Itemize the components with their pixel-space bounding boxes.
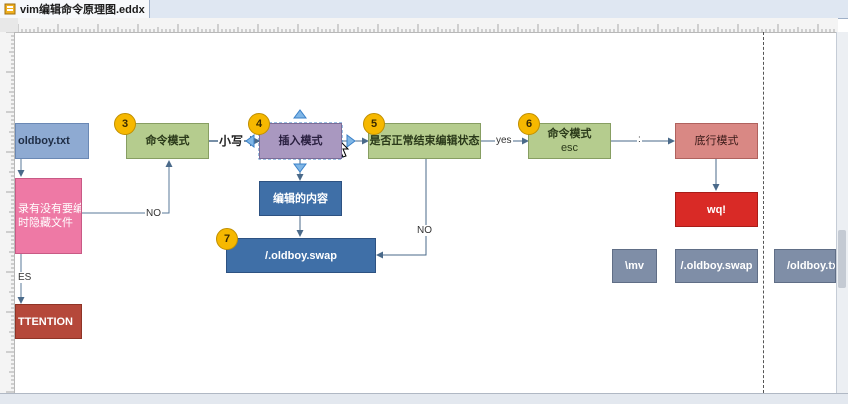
bottom-scrollbar[interactable] — [0, 393, 848, 404]
tab-title: vim编辑命令原理图.eddx — [20, 4, 145, 16]
step-badge-5: 5 — [363, 113, 385, 135]
edge-label-no-1: NO — [145, 208, 162, 219]
left-ruler[interactable] — [0, 31, 15, 393]
step-badge-3: 3 — [114, 113, 136, 135]
node-swap-3[interactable]: /oldboy.tx — [774, 249, 836, 283]
connector-record-cmd — [82, 160, 173, 214]
diagram-canvas[interactable]: oldboy.txt 录有没有要编 时隐藏文件 TTENTION 命令模式 插入… — [15, 33, 836, 393]
left-handle-icon[interactable] — [245, 134, 255, 148]
node-cmd-mode-esc[interactable]: 命令模式 esc — [528, 123, 611, 159]
connector-check-swap — [376, 159, 427, 259]
vertical-scrollbar[interactable] — [836, 32, 848, 393]
node-swap-file[interactable]: /.oldboy.swap — [226, 238, 376, 273]
node-check-exit[interactable]: 是否正常结束编辑状态 — [368, 123, 481, 159]
step-badge-4: 4 — [248, 113, 270, 135]
top-ruler[interactable] — [17, 18, 838, 33]
node-wq[interactable]: wq! — [675, 192, 758, 227]
vertical-scrollbar-thumb[interactable] — [838, 230, 846, 288]
node-record-check[interactable]: 录有没有要编 时隐藏文件 — [15, 178, 82, 254]
label-small-write: 小写 — [218, 132, 245, 149]
node-edited-content[interactable]: 编辑的内容 — [259, 181, 342, 216]
edge-label-colon: : — [637, 134, 642, 145]
step-badge-7: 7 — [216, 228, 238, 250]
node-mv[interactable]: \mv — [612, 249, 657, 283]
edge-label-no-2: NO — [416, 225, 433, 236]
up-handle-icon[interactable] — [293, 109, 307, 119]
node-insert-mode[interactable]: 插入模式 — [259, 123, 342, 159]
step-badge-6: 6 — [518, 113, 540, 135]
edge-label-yes: yes — [495, 135, 513, 146]
node-swap-2[interactable]: /.oldboy.swap — [675, 249, 758, 283]
node-lastline-mode[interactable]: 底行模式 — [675, 123, 758, 159]
node-attention[interactable]: TTENTION — [15, 304, 82, 339]
ruler-corner — [0, 18, 19, 33]
tab-bar: vim编辑命令原理图.eddx — [0, 0, 848, 19]
edge-label-yes-left: ES — [17, 272, 33, 283]
document-tab[interactable]: vim编辑命令原理图.eddx — [0, 0, 150, 18]
node-oldboy-txt[interactable]: oldboy.txt — [15, 123, 89, 159]
left-ruler-ticks — [6, 31, 14, 393]
page-break-line — [763, 32, 764, 393]
right-handle-icon[interactable] — [346, 134, 356, 148]
node-cmd-mode-1[interactable]: 命令模式 — [126, 123, 209, 159]
document-icon — [4, 3, 16, 15]
down-handle-icon[interactable] — [293, 163, 307, 173]
top-ruler-ticks — [17, 24, 835, 32]
